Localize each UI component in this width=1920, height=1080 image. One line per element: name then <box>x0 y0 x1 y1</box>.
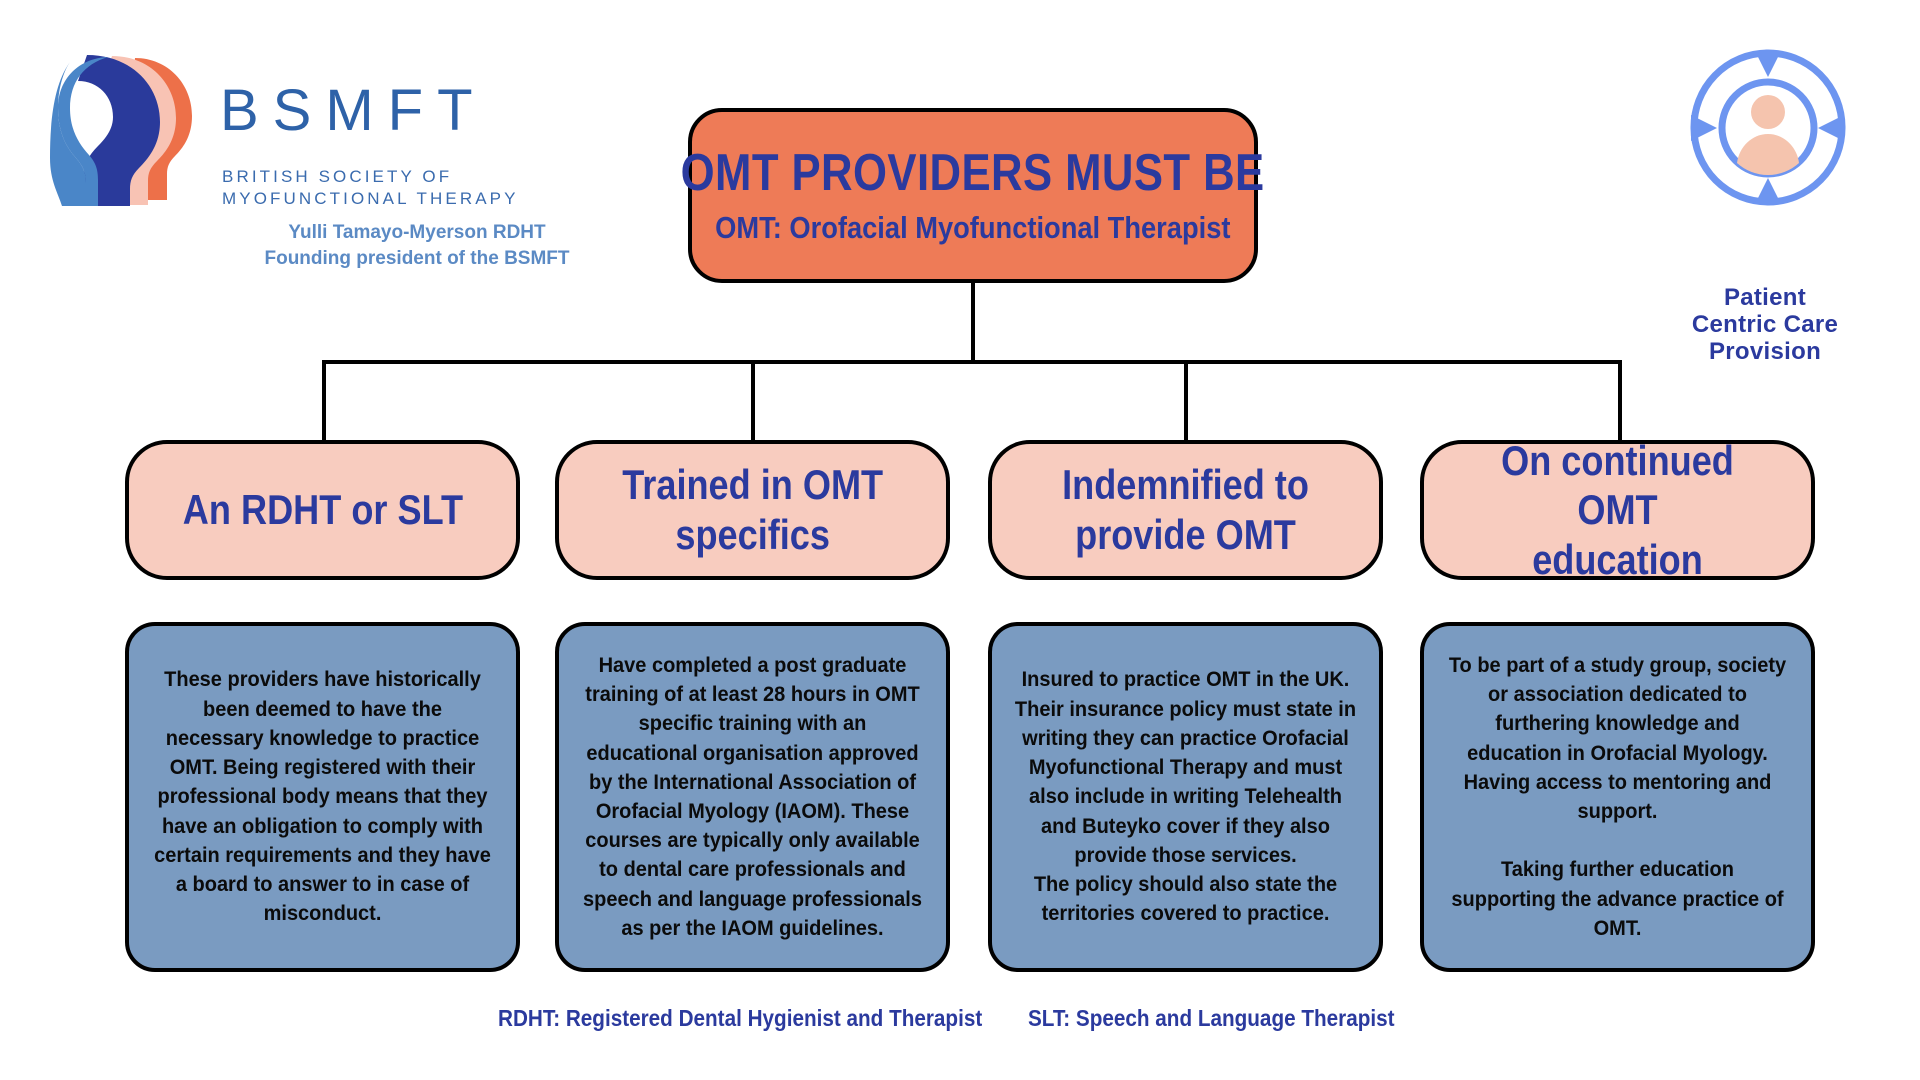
three-overlapping-head-profiles-icon <box>40 50 205 210</box>
footnote-rdht: RDHT: Registered Dental Hygienist and Th… <box>498 1005 983 1031</box>
connector-drop-3 <box>1184 360 1188 440</box>
pcc-caption-line-1: Patient <box>1723 284 1807 311</box>
page-subtitle: OMT: Orofacial Myofunctional Therapist <box>715 209 1231 245</box>
connector-drop-4 <box>1618 360 1622 440</box>
column-trained-in-omt-specifics: Trained in OMT specifics Have completed … <box>555 440 950 972</box>
column-on-continued-omt-education: On continued OMT education To be part of… <box>1420 437 1815 972</box>
logo-wordmark: BSMFT <box>220 78 487 143</box>
requirement-detail-box-3: Insured to practice OMT in the UK. Their… <box>988 622 1383 972</box>
pcc-caption-line-2: Centric Care <box>1691 310 1839 338</box>
logo-subtitle-line-1: BRITISH SOCIETY OF <box>222 167 453 186</box>
footnote-slt: SLT: Speech and Language Therapist <box>1028 1005 1395 1031</box>
pcc-caption-line-3: Provision <box>1708 337 1822 365</box>
connector-drop-1 <box>322 360 326 440</box>
page-title: OMT PROVIDERS MUST BE <box>681 144 1265 203</box>
connector-horizontal-bus <box>322 360 1622 364</box>
patient-centric-care-block: Patient Centric Care Provision <box>1640 45 1890 365</box>
requirement-header-2: Trained in OMT specifics <box>555 440 950 580</box>
column-indemnified-to-provide-omt: Indemnified to provide OMT Insured to pr… <box>988 440 1383 972</box>
logo-byline: Yulli Tamayo-Myerson RDHT Founding presi… <box>222 220 612 271</box>
column-an-rdht-or-slt: An RDHT or SLT These providers have hist… <box>125 440 520 972</box>
logo-byline-name: Yulli Tamayo-Myerson RDHT <box>288 222 546 243</box>
requirement-label-3: Indemnified to provide OMT <box>1062 461 1309 558</box>
requirement-label-4: On continued OMT education <box>1501 436 1734 583</box>
connector-stem-vertical <box>971 283 975 363</box>
logo-subtitle: BRITISH SOCIETY OF MYOFUNCTIONAL THERAPY <box>222 166 519 210</box>
logo-byline-role: Founding president of the BSMFT <box>264 247 570 269</box>
connector-drop-2 <box>751 360 755 440</box>
requirement-detail-text-4: To be part of a study group, society or … <box>1448 652 1787 940</box>
requirement-detail-text-2: Have completed a post graduate training … <box>583 652 922 940</box>
patient-centric-care-caption: Patient Centric Care Provision <box>1640 284 1890 366</box>
requirement-detail-text-1: These providers have historically been d… <box>154 667 491 926</box>
requirement-header-4: On continued OMT education <box>1420 437 1815 583</box>
requirement-detail-box-2: Have completed a post graduate training … <box>555 622 950 972</box>
circular-arrows-person-icon <box>1685 45 1850 210</box>
logo-subtitle-line-2: MYOFUNCTIONAL THERAPY <box>222 188 519 208</box>
requirement-label-2: Trained in OMT specifics <box>622 461 883 558</box>
requirement-detail-text-3: Insured to practice OMT in the UK. Their… <box>1014 667 1357 926</box>
requirement-label-1: An RDHT or SLT <box>182 486 463 534</box>
requirement-header-1: An RDHT or SLT <box>125 440 520 580</box>
bsmft-logo-block: BSMFT BRITISH SOCIETY OF MYOFUNCTIONAL T… <box>40 40 600 270</box>
requirement-detail-box-1: These providers have historically been d… <box>125 622 520 972</box>
requirement-detail-box-4: To be part of a study group, society or … <box>1420 622 1815 972</box>
header-box: OMT PROVIDERS MUST BE OMT: Orofacial Myo… <box>681 108 1265 283</box>
requirement-header-3: Indemnified to provide OMT <box>988 440 1383 580</box>
